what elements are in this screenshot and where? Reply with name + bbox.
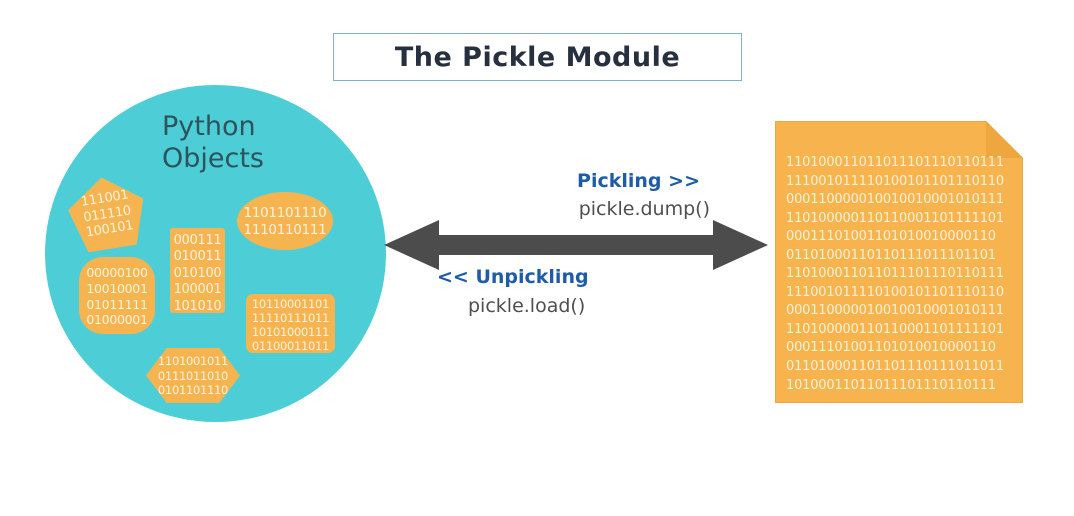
binary-line: 1101001011 <box>157 354 229 368</box>
binary-line: 000110000010010010001010111 <box>786 303 1004 319</box>
binary-line: 01011111 <box>86 296 148 312</box>
binary-line: 00000100 <box>86 265 148 280</box>
binary-line: 1101101110 <box>243 205 327 221</box>
binary-line: 011010001101101110111011011 <box>786 359 1004 375</box>
pickled-file: 110100011011011101110110111 111001011110… <box>775 121 1023 403</box>
binary-line: 111001011110100101101110110 <box>786 173 1004 189</box>
binary-line: 110100000110110001101111101 <box>786 210 1004 226</box>
binary-line: 110100000110110001101111101 <box>786 321 1004 337</box>
binary-line: 010100 <box>173 265 222 281</box>
object-shape-rounded-rect: 10110001101 11110111011 10101000111 0110… <box>246 294 335 353</box>
binary-line: 10110001101 <box>251 297 330 311</box>
binary-line: 000111 <box>173 233 222 248</box>
binary-line: 11110111011 <box>251 311 330 325</box>
object-shape-ellipse: 1101101110 1110110111 <box>237 192 333 250</box>
binary-line: 1110110111 <box>243 222 327 238</box>
double-arrow-icon <box>384 220 768 270</box>
binary-line: 0111011010 <box>157 368 229 383</box>
binary-line: 10100011011011101110110111 <box>786 377 996 393</box>
binary-line: 10010001 <box>86 280 148 296</box>
object-shape-rectangle: 000111 010011 010100 100001 101010 <box>170 228 225 314</box>
binary-line: 101010 <box>173 298 222 314</box>
binary-line: 110100011011011101110110111 <box>786 155 1004 170</box>
binary-line: 01101000110110111011101101 <box>786 247 996 263</box>
binary-line: 0101101110 <box>157 383 229 398</box>
document-binary-text: 110100011011011101110110111 111001011110… <box>786 154 1014 395</box>
unpickling-code: pickle.load() <box>468 295 586 317</box>
binary-line: 000110000010010010001010111 <box>786 192 1004 208</box>
python-objects-label: Python Objects <box>162 111 265 174</box>
unpickling-label: << Unpickling <box>437 266 589 288</box>
document-fold-corner <box>986 121 1023 158</box>
page-title: The Pickle Module <box>394 41 681 73</box>
binary-line: 01000001 <box>86 312 148 328</box>
pickling-label: Pickling >> <box>577 170 700 192</box>
binary-line: 01100011011 <box>251 339 330 353</box>
document-icon <box>775 121 1023 403</box>
binary-line: 10101000111 <box>251 325 330 339</box>
binary-line: 00011101001101010010000110 <box>786 340 996 356</box>
title-box: The Pickle Module <box>333 33 742 81</box>
binary-line: 110100011011011101110110111 <box>786 266 1004 282</box>
pickling-code: pickle.dump() <box>578 198 710 220</box>
binary-line: 00011101001101010010000110 <box>786 229 996 245</box>
object-shape-rounded-square: 00000100 10010001 01011111 01000001 <box>79 257 155 334</box>
binary-line: 100001 <box>173 282 222 298</box>
binary-line: 010011 <box>173 249 222 265</box>
object-shape-hexagon: 1101001011 0111011010 0101101110 <box>146 348 240 403</box>
binary-line: 111001011110100101101110110 <box>786 284 1004 300</box>
